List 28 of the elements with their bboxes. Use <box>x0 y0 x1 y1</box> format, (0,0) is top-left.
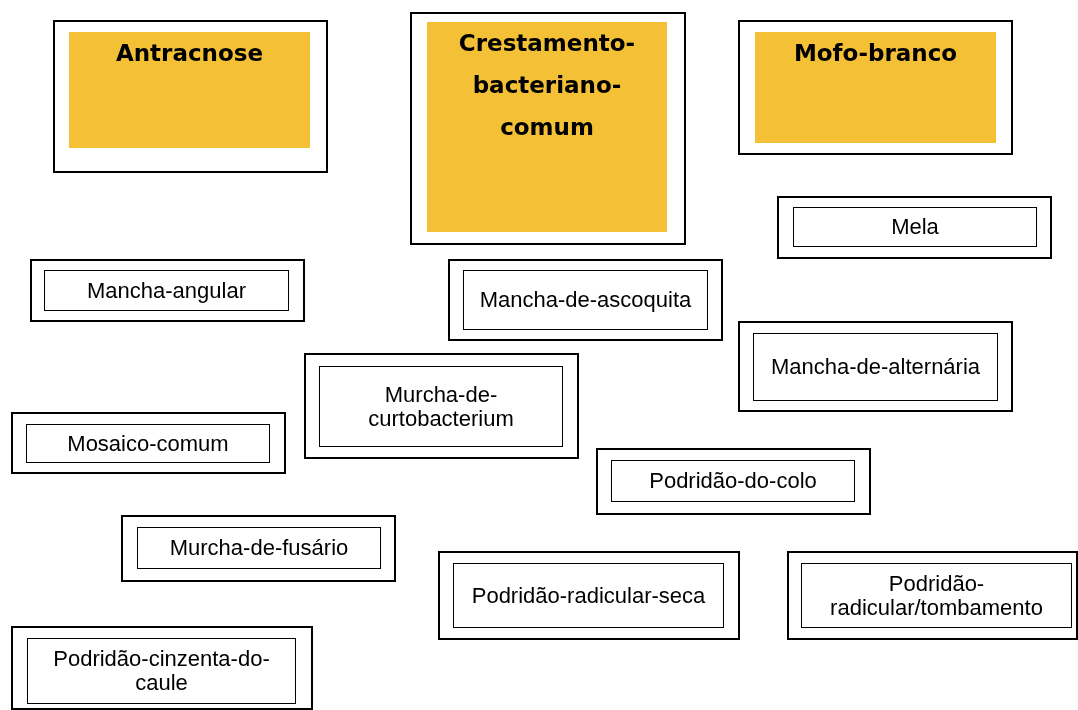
disease-label: Mofo-branco <box>755 32 996 143</box>
disease-card <box>30 259 305 322</box>
disease-label: Mosaico-comum <box>26 424 270 463</box>
disease-card <box>738 20 1013 155</box>
disease-card <box>304 353 579 459</box>
disease-label: Mela <box>793 207 1037 247</box>
disease-card <box>11 412 286 474</box>
disease-card <box>738 321 1013 412</box>
disease-label: Mancha-de-alternária <box>753 333 998 401</box>
disease-card <box>448 259 723 341</box>
disease-label: Podridão-radicular/tombamento <box>801 563 1072 628</box>
disease-card <box>410 12 686 245</box>
disease-card <box>11 626 313 710</box>
disease-card <box>777 196 1052 259</box>
disease-card <box>121 515 396 582</box>
disease-label: Crestamento-bacteriano-comum <box>427 22 667 232</box>
disease-label: Mancha-de-ascoquita <box>463 270 708 330</box>
disease-card <box>438 551 740 640</box>
disease-label: Murcha-de-fusário <box>137 527 381 569</box>
disease-label: Murcha-de-curtobacterium <box>319 366 563 447</box>
disease-label: Antracnose <box>69 32 310 148</box>
disease-label: Mancha-angular <box>44 270 289 311</box>
disease-card <box>596 448 871 515</box>
disease-label: Podridão-cinzenta-do-caule <box>27 638 296 704</box>
disease-card <box>53 20 328 173</box>
disease-label: Podridão-do-colo <box>611 460 855 502</box>
disease-label: Podridão-radicular-seca <box>453 563 724 628</box>
disease-card <box>787 551 1078 640</box>
